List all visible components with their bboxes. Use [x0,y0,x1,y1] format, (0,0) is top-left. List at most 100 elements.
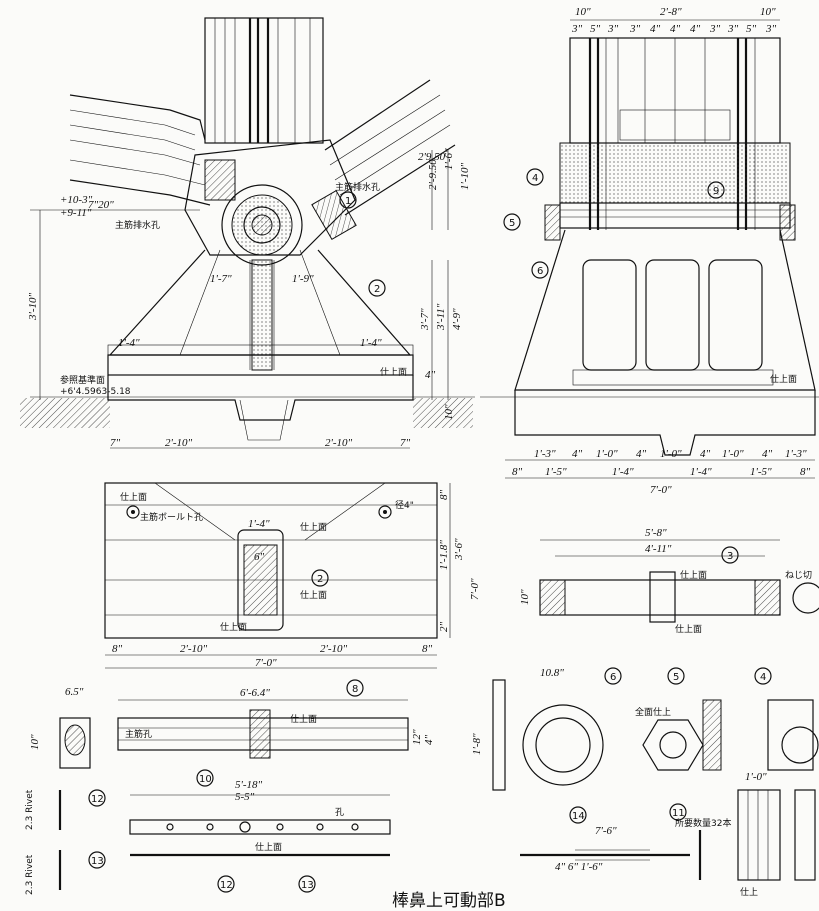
r-b1-8: 1'-3" [785,448,807,460]
callout-6: 6 [537,266,543,277]
bar10-note-finish: 仕上面 [255,841,282,853]
nut-note: 全面仕上 [635,706,671,718]
r-b1-3: 4" [636,448,647,460]
r-b1-1: 4" [572,448,583,460]
r-row-2: 3" [607,23,619,35]
dim-1-9: 1'-9" [292,273,314,285]
callout-1: 1 [345,196,351,207]
dim-1-7: 1'-7" [210,273,232,285]
plan-2-10-right: 2'-10" [320,643,348,655]
note-elevation: +6'4.5963-5.18 [60,387,131,397]
plan-side-8: 8" [438,490,450,501]
callout-12: 12 [91,794,104,805]
plan-6: 6" [254,551,265,563]
r-b1-0: 1'-3" [534,448,556,460]
side-12-label: 2.3 Rivet [25,789,35,830]
dim-7-right: 7" [400,437,411,449]
note-base-ref: 参照基準面 [60,374,105,386]
r-b2-3: 1'-4" [690,466,712,478]
r-b1-5: 4" [700,448,711,460]
p14-len: 7'-6" [595,825,617,837]
bar10-detail: 5'-18" 5-5" 仕上面 孔 2.3 Rivet 2.3 Rivet [25,779,391,895]
bar8-4: 4" [423,735,435,746]
dim-1-10: 1'-10" [459,162,471,190]
r-row-8: 3" [727,23,739,35]
plan-side-1-18: 1'-1.8" [438,540,450,570]
bar8-65: 6.5" [65,686,84,698]
note-drain-left: 主筋排水孔 [115,219,160,231]
plan-note-finish-2: 仕上面 [300,521,327,533]
rivet-note: 所要数量32本 [675,817,731,829]
callout-4: 4 [532,173,538,184]
r-b2-0: 8" [512,466,523,478]
drawing-caption: 棒鼻上可動部B [392,891,506,911]
r-top-2-8: 2'-8" [660,6,682,18]
washer-1-8: 1'-8" [471,733,483,755]
pin-total: 5'-8" [645,527,667,539]
p11-1-0: 1'-0" [745,771,767,783]
right-diagonal-member [324,79,456,216]
r-b1-4: 1'-0" [660,448,682,460]
r-row-9: 5" [746,23,757,35]
dim-7-left: 7" [110,437,121,449]
bar8-detail: 6'-6.4" 6.5" 10" 12" 4" 仕上面 主筋孔 [29,686,435,769]
plan-note-dia: 径4" [395,499,414,511]
callout-5: 5 [509,218,515,229]
r-note-finish: 仕上面 [770,373,797,385]
bar10-note-hole: 孔 [335,807,344,818]
r-top-10b: 10" [760,6,776,18]
callout-8: 8 [352,684,358,695]
dim-3-10: 3'-10" [27,292,39,321]
right-elevation-view: 10" 2'-8" 10" 3" 5" 3" 3" 4" 4" 4" 3" 3"… [480,6,819,496]
dim-2-9-50: 2'-9.50 [427,159,439,190]
callout-6-part: 6 [610,672,616,683]
dim-4-9: 4'-9" [451,308,463,330]
bar8-note-hole: 主筋孔 [125,728,152,740]
plan-side-2: 2" [438,622,450,633]
callout-12-bar: 12 [220,880,233,891]
left-diagonal-member [69,94,211,206]
r-b2-4: 1'-5" [750,466,772,478]
plan-side-3-6: 3'-6" [453,538,465,561]
r-row-10: 3" [765,23,777,35]
plan-note-finish-3: 仕上面 [300,589,327,601]
bar8-12: 12" [411,729,423,745]
bar8-note-finish: 仕上面 [290,713,317,725]
r-row-4: 4" [650,23,661,35]
r-b2-5: 8" [800,466,811,478]
pin-detail: 5'-8" 4'-11" 10" 仕上面 仕上面 ねじ切 [519,527,819,635]
plan-total: 7'-0" [255,657,277,669]
plan-note-finish-1: 仕上面 [120,491,147,503]
callout-2-plan: 2 [317,574,323,585]
dim-10: 10" [443,404,455,420]
pin-note-finish-1: 仕上面 [680,569,707,581]
plan-note-finish-4: 仕上面 [220,621,247,633]
callout-10: 10 [199,774,212,785]
dim-plus9-11: +9-11" [60,207,92,219]
r-total: 7'-0" [650,484,672,496]
pin-note-thread: ねじ切 [785,570,812,581]
callout-3: 3 [727,551,733,562]
plan-note-bolt: 主筋ボールト孔 [140,511,203,523]
label-ln: 7"20" [88,199,114,211]
pin-inner: 4'-11" [645,543,672,555]
plan-1-4: 1'-4" [248,518,270,530]
r-b1-6: 1'-0" [722,448,744,460]
p14-sub: 4" 6" 1'-6" [555,861,603,873]
pin-10: 10" [519,589,531,605]
plan-2-10-left: 2'-10" [180,643,208,655]
bar10-5-5: 5-5" [235,791,255,803]
bearing-housing [184,139,357,266]
callout-5-part: 5 [673,672,679,683]
r-top-10a: 10" [575,6,591,18]
note-finish-left: 仕上面 [380,366,407,378]
callout-9: 9 [713,186,719,197]
callout-4-part: 4 [760,672,766,683]
callout-13-bar: 13 [301,880,314,891]
pin-note-finish-2: 仕上面 [675,623,702,635]
p11-note: 仕上 [740,886,758,898]
bar8-total: 6'-6.4" [240,687,270,699]
r-row-0: 3" [571,23,583,35]
